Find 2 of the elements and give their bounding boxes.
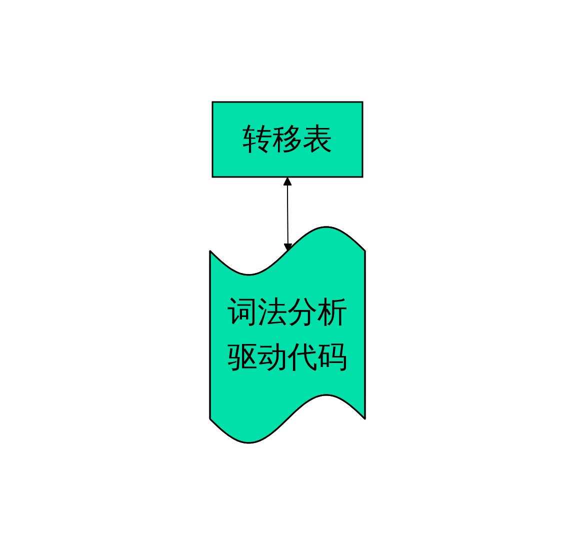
- node-box: 转移表: [211, 100, 363, 178]
- arrow: [282, 176, 292, 252]
